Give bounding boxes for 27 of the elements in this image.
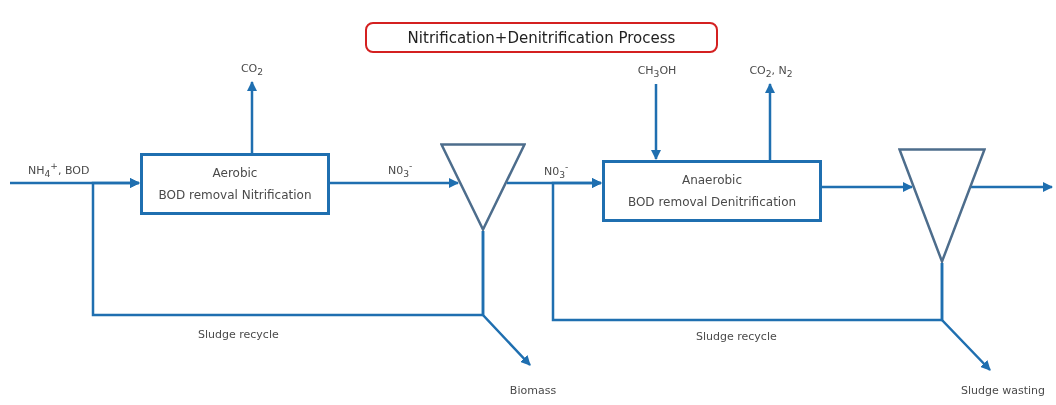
arrow [971, 182, 1053, 192]
box-text: Anaerobic [681, 172, 743, 189]
arrow [481, 231, 531, 366]
aerobic-tank-box [140, 153, 330, 215]
clarifier-triangle [440, 143, 526, 231]
input-chemical-label: CH$_{3}$OH [628, 64, 686, 82]
arrow [551, 178, 944, 322]
arrow [651, 84, 661, 160]
box-text: BOD removal Nitrification [158, 187, 312, 204]
output-label: Sludge wasting [953, 384, 1053, 402]
gas-output-label: CO$_{2}$ [230, 62, 274, 80]
edge-label: NH$_{4}$$^{+}$, BOD [28, 160, 90, 179]
title-box: Nitrification+Denitrification Process [365, 22, 718, 53]
box-text: BOD removal Denitrification [627, 194, 797, 211]
arrow [330, 178, 459, 188]
clarifier-triangle [898, 148, 986, 263]
arrow [91, 178, 485, 317]
box-text: Aerobic [212, 165, 258, 182]
arrow [247, 81, 257, 153]
arrow [822, 182, 913, 192]
edge-label: Sludge recycle [696, 330, 777, 343]
output-label: Biomass [503, 384, 563, 402]
arrow [765, 83, 775, 160]
anaerobic-tank-box [602, 160, 822, 222]
edge-label: Sludge recycle [198, 328, 279, 341]
arrow [940, 263, 991, 371]
gas-output-label: CO$_{2}$, N$_{2}$ [738, 64, 804, 82]
